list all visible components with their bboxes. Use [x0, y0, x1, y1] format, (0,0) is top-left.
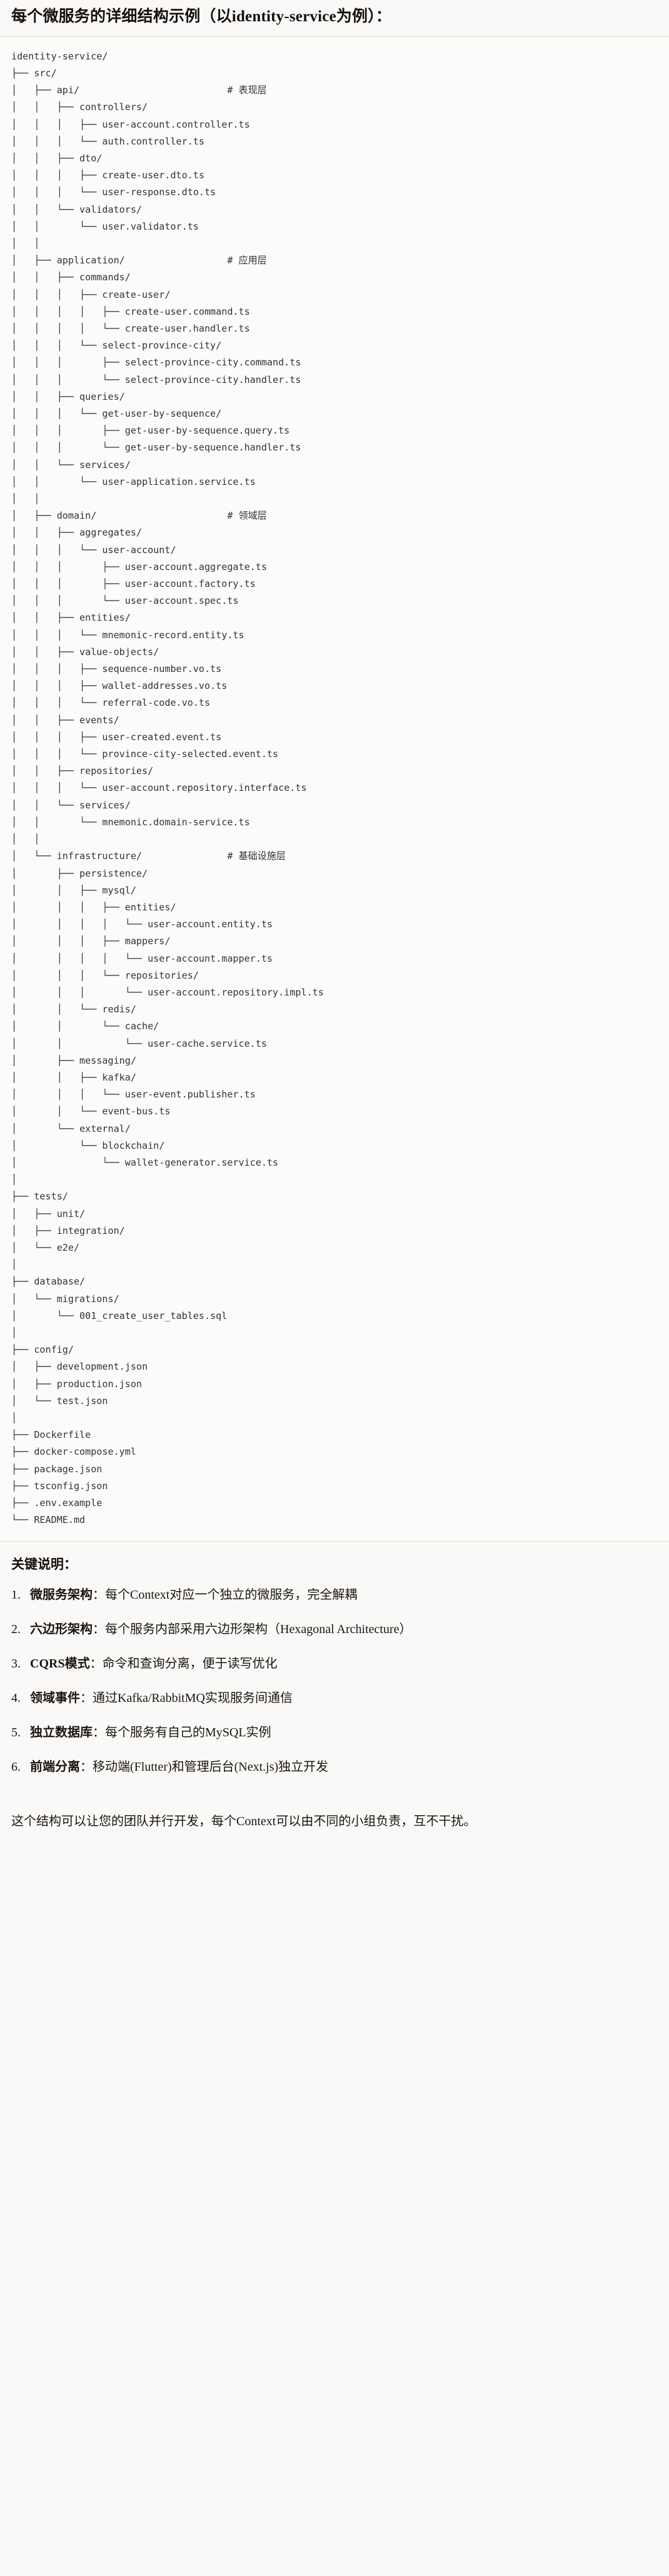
- key-note-term: 微服务架构: [30, 1588, 93, 1602]
- page-title: 每个微服务的详细结构示例（以identity-service为例）：: [11, 8, 392, 25]
- key-note-item: 领域事件：通过Kafka/RabbitMQ实现服务间通信: [11, 1689, 658, 1708]
- key-note-description: 每个服务内部采用六边形架构（Hexagonal Architecture）: [105, 1622, 412, 1637]
- directory-tree: identity-service/ ├── src/ │ ├── api/ # …: [11, 50, 324, 1526]
- title-divider: [0, 36, 669, 37]
- key-note-term: 六边形架构: [30, 1622, 93, 1637]
- tree-divider: [0, 1541, 669, 1542]
- key-note-term: 前端分离: [30, 1760, 80, 1774]
- key-note-separator: ：: [93, 1622, 105, 1637]
- key-note-description: 移动端(Flutter)和管理后台(Next.js)独立开发: [93, 1760, 329, 1774]
- key-note-item: CQRS模式：命令和查询分离，便于读写优化: [11, 1654, 658, 1673]
- key-note-description: 每个服务有自己的MySQL实例: [105, 1726, 271, 1740]
- key-note-item: 六边形架构：每个服务内部采用六边形架构（Hexagonal Architectu…: [11, 1620, 658, 1639]
- key-note-term: CQRS模式: [30, 1657, 90, 1671]
- key-note-separator: ：: [80, 1691, 93, 1706]
- key-note-term: 领域事件: [30, 1691, 80, 1706]
- key-note-item: 独立数据库：每个服务有自己的MySQL实例: [11, 1723, 658, 1742]
- key-note-item: 前端分离：移动端(Flutter)和管理后台(Next.js)独立开发: [11, 1758, 658, 1776]
- key-note-description: 通过Kafka/RabbitMQ实现服务间通信: [93, 1691, 293, 1706]
- key-note-description: 命令和查询分离，便于读写优化: [102, 1657, 278, 1671]
- key-notes-section: 关键说明： 微服务架构：每个Context对应一个独立的微服务，完全解耦六边形架…: [0, 1542, 669, 1796]
- key-note-separator: ：: [93, 1726, 105, 1740]
- key-note-separator: ：: [93, 1588, 105, 1602]
- closing-paragraph: 这个结构可以让您的团队并行开发，每个Context可以由不同的小组负责，互不干扰…: [11, 1815, 476, 1829]
- key-note-separator: ：: [80, 1760, 93, 1774]
- key-note-term: 独立数据库: [30, 1726, 93, 1740]
- key-note-separator: ：: [89, 1657, 103, 1671]
- key-notes-heading: 关键说明：: [11, 1557, 77, 1572]
- key-note-item: 微服务架构：每个Context对应一个独立的微服务，完全解耦: [11, 1586, 658, 1604]
- key-note-description: 每个Context对应一个独立的微服务，完全解耦: [105, 1588, 358, 1602]
- directory-tree-block: identity-service/ ├── src/ │ ├── api/ # …: [0, 36, 669, 1542]
- document-page: 每个微服务的详细结构示例（以identity-service为例）： ident…: [0, 0, 669, 1831]
- key-notes-list: 微服务架构：每个Context对应一个独立的微服务，完全解耦六边形架构：每个服务…: [11, 1586, 658, 1776]
